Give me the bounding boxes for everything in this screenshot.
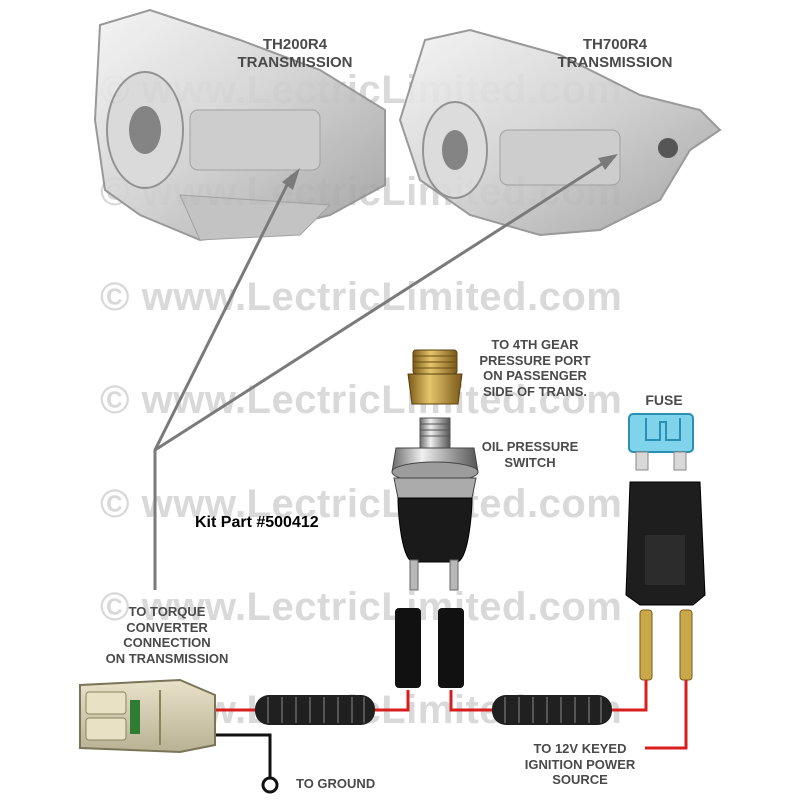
th700r4-label: TH700R4 TRANSMISSION <box>535 36 695 72</box>
watermark-6: © www.LectricLimited.com <box>100 585 623 629</box>
ignition-line-3: SOURCE <box>552 772 608 788</box>
brass-fitting <box>407 349 463 405</box>
th700r4-label-line-2: TRANSMISSION <box>557 54 673 71</box>
pressure-port-line-3: ON PASSENGER <box>483 368 587 384</box>
oil-switch-line-2: SWITCH <box>504 454 556 470</box>
switch-terminal-boot-left <box>395 608 421 688</box>
wire-loom-right <box>492 695 612 725</box>
fuse-label: FUSE <box>645 392 683 408</box>
th200r4-label-line-1: TH200R4 <box>262 36 328 53</box>
ignition-line-1: TO 12V KEYED <box>533 741 627 756</box>
pressure-port-line-4: SIDE OF TRANS. <box>482 383 587 399</box>
th700r4-label-line-1: TH700R4 <box>582 36 648 53</box>
torque-converter-label: TO TORQUE CONVERTER CONNECTION ON TRANSM… <box>92 604 242 666</box>
watermark-3: © www.LectricLimited.com <box>100 275 623 319</box>
oil-switch-label: OIL PRESSURE SWITCH <box>470 439 590 470</box>
pressure-port-label: TO 4TH GEAR PRESSURE PORT ON PASSENGER S… <box>470 337 600 399</box>
torque-converter-line-4: ON TRANSMISSION <box>105 650 229 666</box>
torque-converter-line-1: TO TORQUE <box>128 604 206 619</box>
th200r4-label: TH200R4 TRANSMISSION <box>215 36 375 72</box>
torque-converter-line-2: CONVERTER <box>126 619 208 635</box>
th200r4-transmission-image <box>93 8 386 242</box>
ground-wire <box>215 733 279 794</box>
fuse-icon <box>628 413 694 471</box>
oil-switch-line-1: OIL PRESSURE <box>481 439 579 454</box>
torque-converter-connector <box>79 678 216 754</box>
arrow-to-th700r4 <box>154 154 618 452</box>
fuse-holder <box>625 481 706 681</box>
pressure-port-line-1: TO 4TH GEAR <box>491 337 579 352</box>
switch-terminal-boot-right <box>438 608 464 688</box>
wire-loom-left <box>255 695 375 725</box>
pressure-port-line-2: PRESSURE PORT <box>479 352 591 368</box>
torque-converter-line-3: CONNECTION <box>123 635 211 651</box>
kit-part-label: Kit Part #500412 <box>195 514 319 531</box>
oil-pressure-switch <box>391 417 479 591</box>
th700r4-transmission-image <box>398 28 722 237</box>
watermark-5: © www.LectricLimited.com <box>100 482 623 526</box>
ground-label: TO GROUND <box>296 776 376 791</box>
th200r4-label-line-2: TRANSMISSION <box>237 54 353 71</box>
ignition-line-2: IGNITION POWER <box>524 756 636 772</box>
ignition-label: TO 12V KEYED IGNITION POWER SOURCE <box>515 741 645 788</box>
